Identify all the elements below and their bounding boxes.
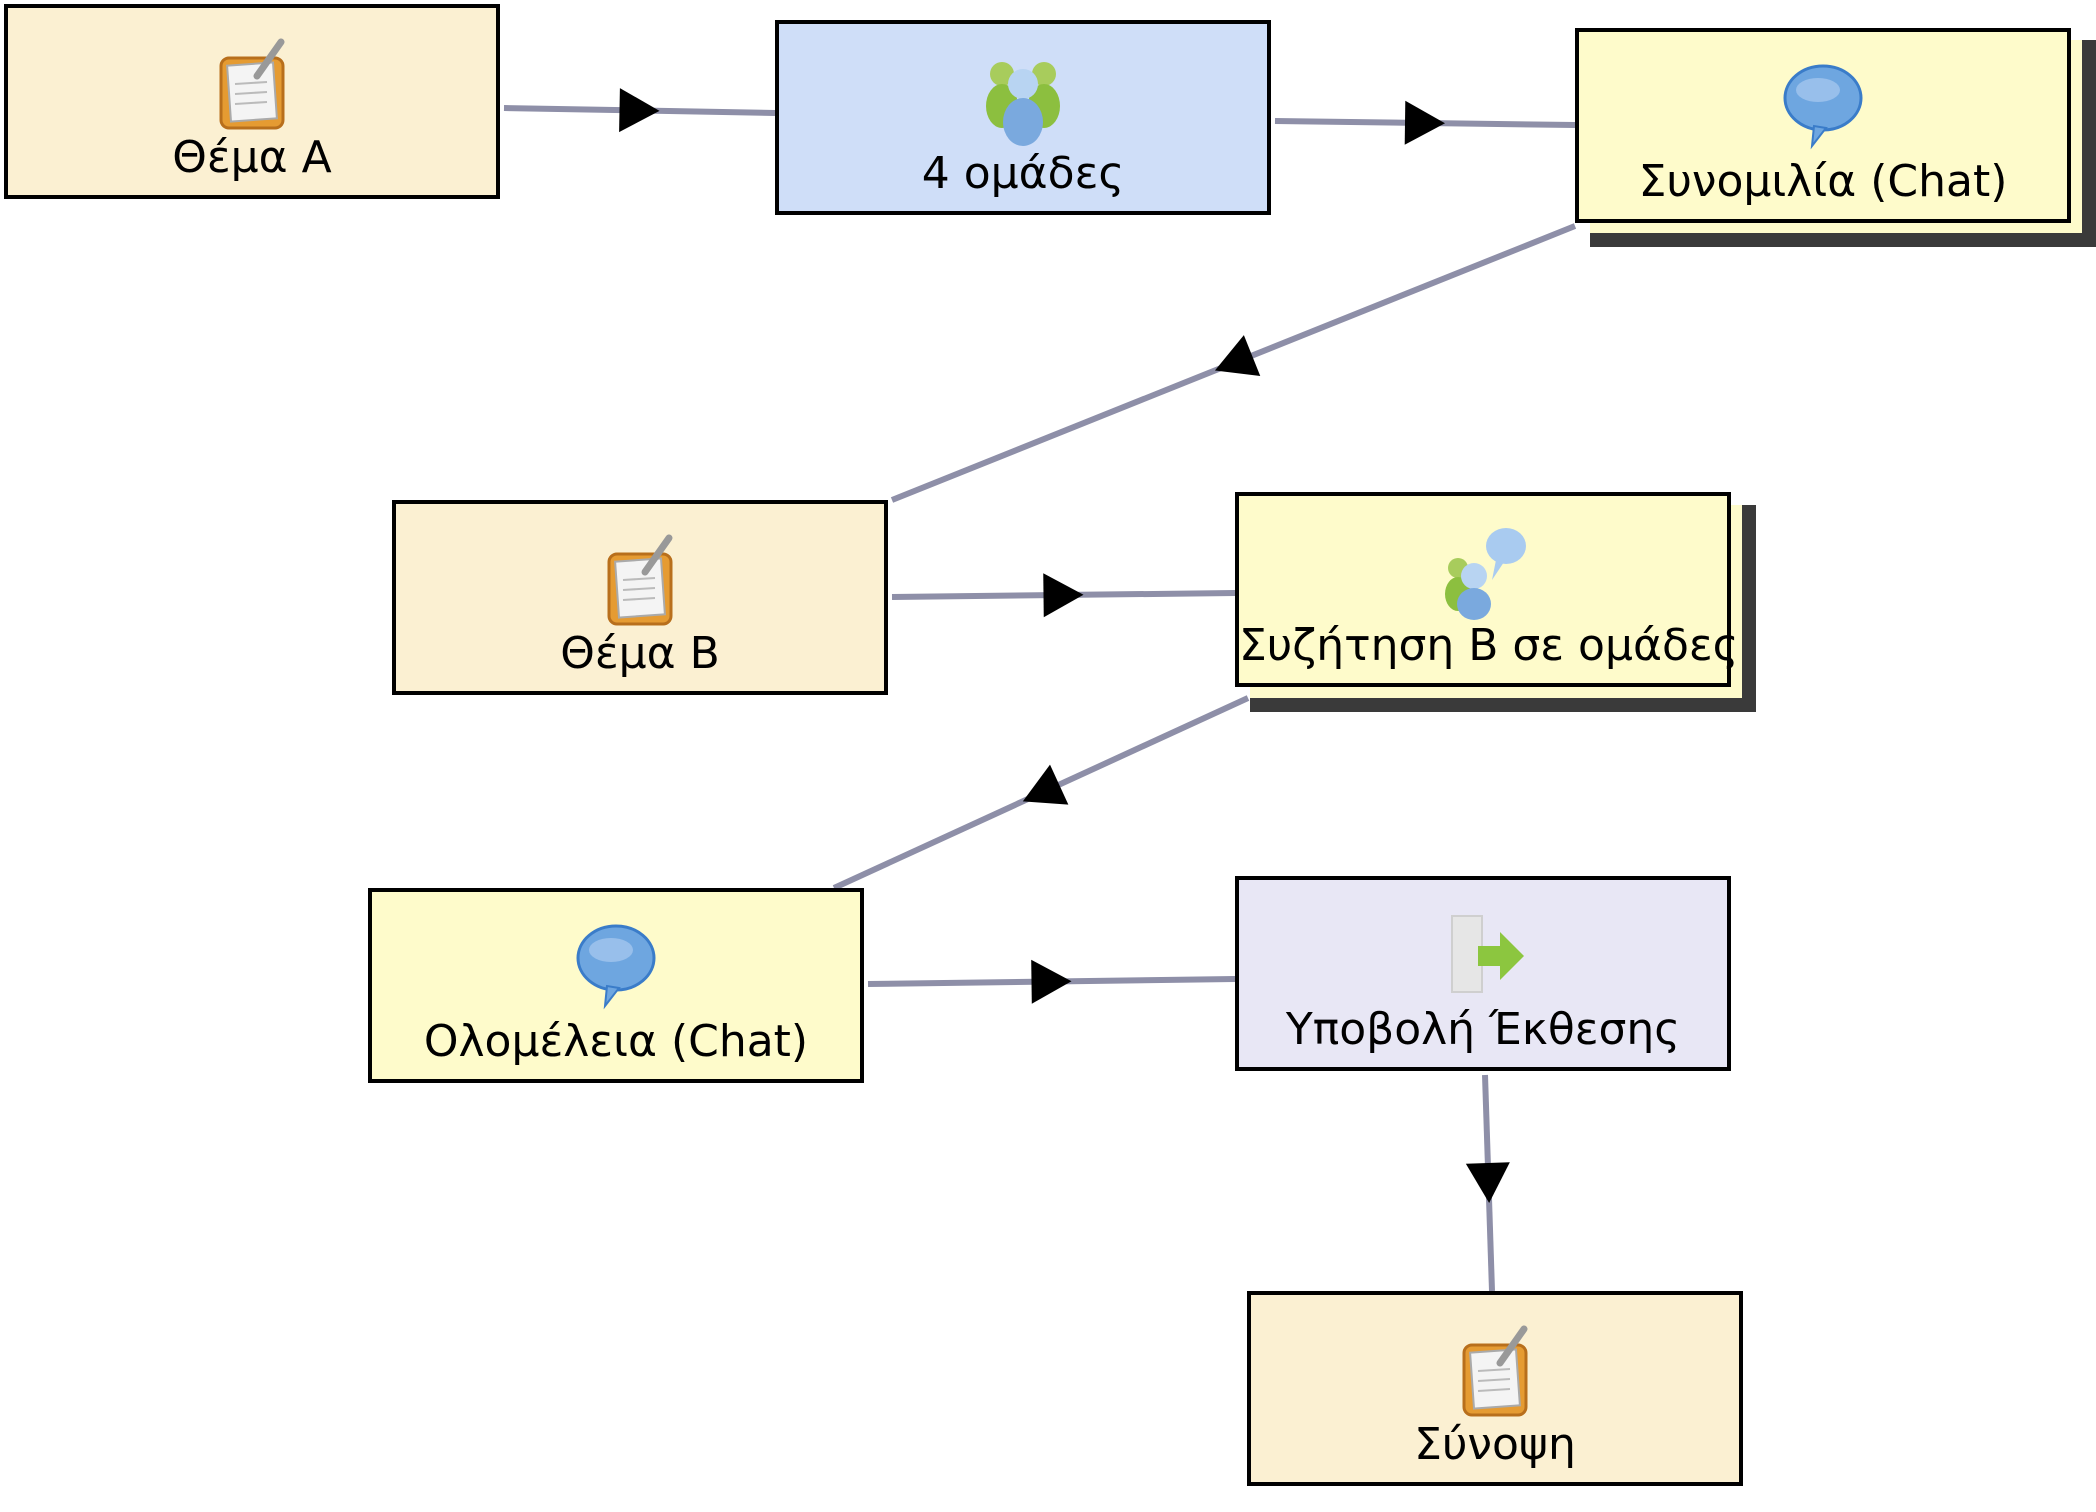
node-synomilia-chat[interactable]: Συνομιλία (Chat) — [1575, 28, 2071, 223]
node-syzitisi-b[interactable]: Συζήτηση Β σε ομάδες — [1235, 492, 1739, 687]
node-synopsi[interactable]: Σύνοψη — [1247, 1291, 1743, 1486]
node-label: Συνομιλία (Chat) — [1638, 156, 2008, 207]
group-chat-icon — [1445, 528, 1526, 620]
node-label: Θέμα A — [172, 132, 332, 183]
arrowhead-icon — [1404, 100, 1445, 145]
submit-arrow-icon — [1451, 915, 1524, 993]
node-label: Υποβολή Έκθεσης — [1285, 1004, 1681, 1055]
node-olomeleia-chat[interactable]: Ολομέλεια (Chat) — [368, 888, 864, 1083]
node-label: Σύνοψη — [1414, 1419, 1576, 1470]
notebook-pen-icon — [1462, 1325, 1528, 1417]
arrowhead-icon — [1022, 764, 1069, 805]
node-label: Συζήτηση Β σε ομάδες — [1239, 620, 1739, 671]
speech-bubble-icon — [1783, 64, 1863, 150]
node-label: Ολομέλεια (Chat) — [423, 1016, 809, 1067]
arrowhead-icon — [1043, 573, 1084, 618]
arrowhead-icon — [1214, 335, 1261, 376]
node-label: Θέμα B — [560, 628, 720, 679]
notebook-pen-icon — [219, 38, 285, 130]
node-4-omades[interactable]: 4 ομάδες — [775, 20, 1271, 215]
arrowhead-icon — [1465, 1162, 1510, 1203]
group-people-icon — [986, 62, 1060, 146]
speech-bubble-icon — [576, 924, 656, 1010]
node-label: 4 ομάδες — [921, 148, 1125, 199]
arrowhead-icon — [619, 88, 660, 133]
node-thema-a[interactable]: Θέμα A — [4, 4, 500, 199]
node-ypovoli-ekthesis[interactable]: Υποβολή Έκθεσης — [1235, 876, 1731, 1071]
node-thema-b[interactable]: Θέμα B — [392, 500, 888, 695]
arrowhead-icon — [1031, 959, 1072, 1004]
notebook-pen-icon — [607, 534, 673, 626]
